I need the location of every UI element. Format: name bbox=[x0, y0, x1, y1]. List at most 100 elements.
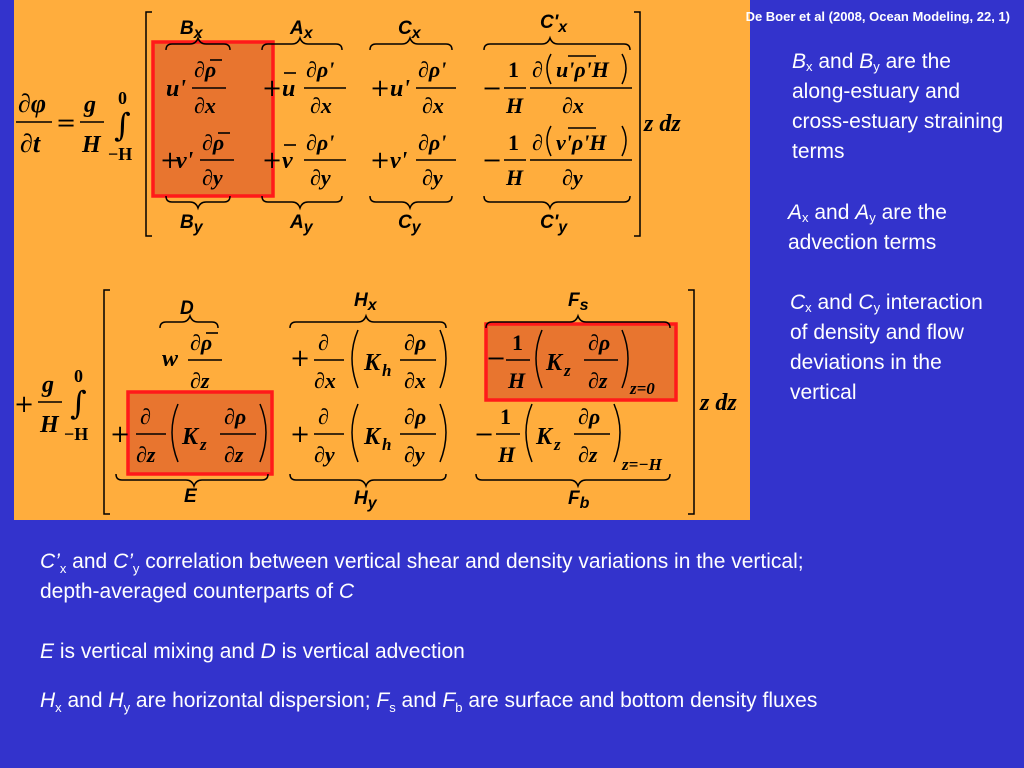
note-advection: Ax and Ay are the advection terms bbox=[788, 201, 947, 254]
label-Cpx: C'x bbox=[540, 12, 568, 36]
svg-text:+: + bbox=[262, 146, 282, 174]
svg-text:u: u bbox=[282, 76, 295, 102]
label-Cy: Cy bbox=[398, 212, 422, 236]
svg-text:∂z: ∂z bbox=[190, 368, 210, 393]
svg-text:g: g bbox=[41, 372, 54, 398]
note-straining: Bx and By are the along-estuary and cros… bbox=[792, 50, 1004, 163]
svg-text:+: + bbox=[110, 420, 130, 448]
svg-text:z=−H: z=−H bbox=[621, 455, 663, 474]
svg-text:z: z bbox=[563, 361, 571, 380]
note-correlation: C’x and C’y correlation between vertical… bbox=[40, 550, 804, 577]
svg-text:∂x: ∂x bbox=[314, 368, 336, 393]
label-Cx: Cx bbox=[398, 18, 422, 42]
svg-text:u'ρ'H: u'ρ'H bbox=[556, 57, 610, 82]
svg-text:1: 1 bbox=[512, 330, 523, 355]
label-Hy: Hy bbox=[354, 488, 378, 512]
svg-text:K: K bbox=[535, 424, 554, 450]
svg-text:∂ρ: ∂ρ bbox=[588, 330, 610, 355]
svg-text:∂y: ∂y bbox=[202, 165, 223, 190]
svg-text:1: 1 bbox=[508, 57, 519, 82]
note-mixing-advection: E is vertical mixing and D is vertical a… bbox=[40, 640, 465, 663]
svg-text:∂: ∂ bbox=[532, 57, 543, 82]
svg-text:z dz: z dz bbox=[643, 111, 681, 137]
label-Cpy: C'y bbox=[540, 212, 568, 236]
svg-text:v'ρ'H: v'ρ'H bbox=[556, 130, 607, 155]
svg-text:K: K bbox=[363, 350, 382, 376]
svg-text:∂t: ∂t bbox=[20, 129, 41, 158]
svg-text:=: = bbox=[56, 109, 76, 137]
svg-text:H: H bbox=[81, 132, 102, 158]
svg-text:+: + bbox=[370, 74, 390, 102]
svg-text:∂z: ∂z bbox=[136, 442, 156, 467]
svg-text:∂ρ': ∂ρ' bbox=[418, 57, 446, 82]
svg-text:−: − bbox=[474, 420, 494, 448]
svg-text:∂x: ∂x bbox=[194, 93, 216, 118]
svg-text:∂ρ': ∂ρ' bbox=[306, 130, 334, 155]
svg-text:∂z: ∂z bbox=[588, 368, 608, 393]
svg-text:u': u' bbox=[166, 76, 186, 102]
svg-text:∂x: ∂x bbox=[422, 93, 444, 118]
bottom-equation: + g H 0 ∫ −H D Hx Fs w ∂ρ ∂z + ∂ ∂x K h … bbox=[14, 289, 737, 515]
svg-text:+: + bbox=[160, 146, 180, 174]
svg-text:K: K bbox=[363, 424, 382, 450]
svg-text:∂: ∂ bbox=[318, 404, 329, 429]
label-Ax: Ax bbox=[289, 18, 314, 42]
svg-text:∂x: ∂x bbox=[404, 368, 426, 393]
svg-text:0: 0 bbox=[74, 366, 83, 386]
svg-text:−: − bbox=[482, 146, 502, 174]
note-depth-averaged: depth-averaged counterparts of C bbox=[40, 580, 355, 603]
svg-text:H: H bbox=[505, 93, 524, 118]
svg-text:−: − bbox=[482, 74, 502, 102]
svg-text:∫: ∫ bbox=[114, 106, 131, 144]
svg-text:∂ρ: ∂ρ bbox=[578, 404, 600, 429]
svg-text:∂ρ: ∂ρ bbox=[404, 404, 426, 429]
svg-text:∂y: ∂y bbox=[562, 165, 583, 190]
svg-text:0: 0 bbox=[118, 88, 127, 108]
label-D: D bbox=[180, 298, 194, 319]
svg-text:∂φ: ∂φ bbox=[18, 89, 46, 118]
svg-text:∂ρ: ∂ρ bbox=[194, 57, 216, 82]
highlight-box-e bbox=[126, 390, 274, 476]
svg-text:∂x: ∂x bbox=[310, 93, 332, 118]
label-Hx: Hx bbox=[354, 290, 378, 314]
svg-text:−: − bbox=[486, 344, 506, 372]
svg-text:H: H bbox=[505, 165, 524, 190]
svg-text:∂ρ': ∂ρ' bbox=[418, 130, 446, 155]
label-Fb: Fb bbox=[568, 488, 590, 512]
svg-text:∂: ∂ bbox=[532, 130, 543, 155]
svg-text:g: g bbox=[83, 92, 96, 118]
svg-text:+: + bbox=[370, 146, 390, 174]
top-equation: ∂φ ∂t = g H 0 ∫ −H Bx Ax Cx C'x u' ∂ρ ∂x… bbox=[16, 11, 681, 237]
svg-text:∂z: ∂z bbox=[578, 442, 598, 467]
svg-text:H: H bbox=[507, 368, 526, 393]
svg-text:K: K bbox=[545, 350, 564, 376]
label-E: E bbox=[184, 486, 198, 507]
svg-text:∂y: ∂y bbox=[314, 442, 335, 467]
svg-text:z dz: z dz bbox=[699, 390, 737, 416]
svg-text:∂z: ∂z bbox=[224, 442, 244, 467]
label-Ay: Ay bbox=[289, 212, 314, 236]
svg-text:+: + bbox=[14, 390, 34, 418]
svg-text:∂ρ: ∂ρ bbox=[202, 130, 224, 155]
svg-text:∂ρ: ∂ρ bbox=[190, 330, 212, 355]
svg-text:z: z bbox=[199, 435, 207, 454]
svg-text:−H: −H bbox=[64, 424, 88, 444]
svg-text:h: h bbox=[382, 361, 391, 380]
svg-text:1: 1 bbox=[500, 404, 511, 429]
svg-text:v': v' bbox=[390, 148, 408, 174]
svg-text:z: z bbox=[553, 435, 561, 454]
label-By: By bbox=[180, 212, 204, 236]
svg-text:+: + bbox=[290, 344, 310, 372]
svg-text:∂y: ∂y bbox=[310, 165, 331, 190]
svg-text:∂ρ: ∂ρ bbox=[224, 404, 246, 429]
note-dispersion-fluxes: Hx and Hy are horizontal dispersion; Fs … bbox=[40, 689, 818, 716]
svg-text:∂ρ': ∂ρ' bbox=[306, 57, 334, 82]
svg-text:h: h bbox=[382, 435, 391, 454]
svg-text:−H: −H bbox=[108, 144, 132, 164]
label-Fs: Fs bbox=[568, 290, 589, 314]
svg-text:∂y: ∂y bbox=[422, 165, 443, 190]
svg-text:z=0: z=0 bbox=[629, 379, 655, 398]
svg-text:v': v' bbox=[176, 148, 194, 174]
svg-text:∂: ∂ bbox=[318, 330, 329, 355]
svg-text:v: v bbox=[282, 148, 293, 174]
